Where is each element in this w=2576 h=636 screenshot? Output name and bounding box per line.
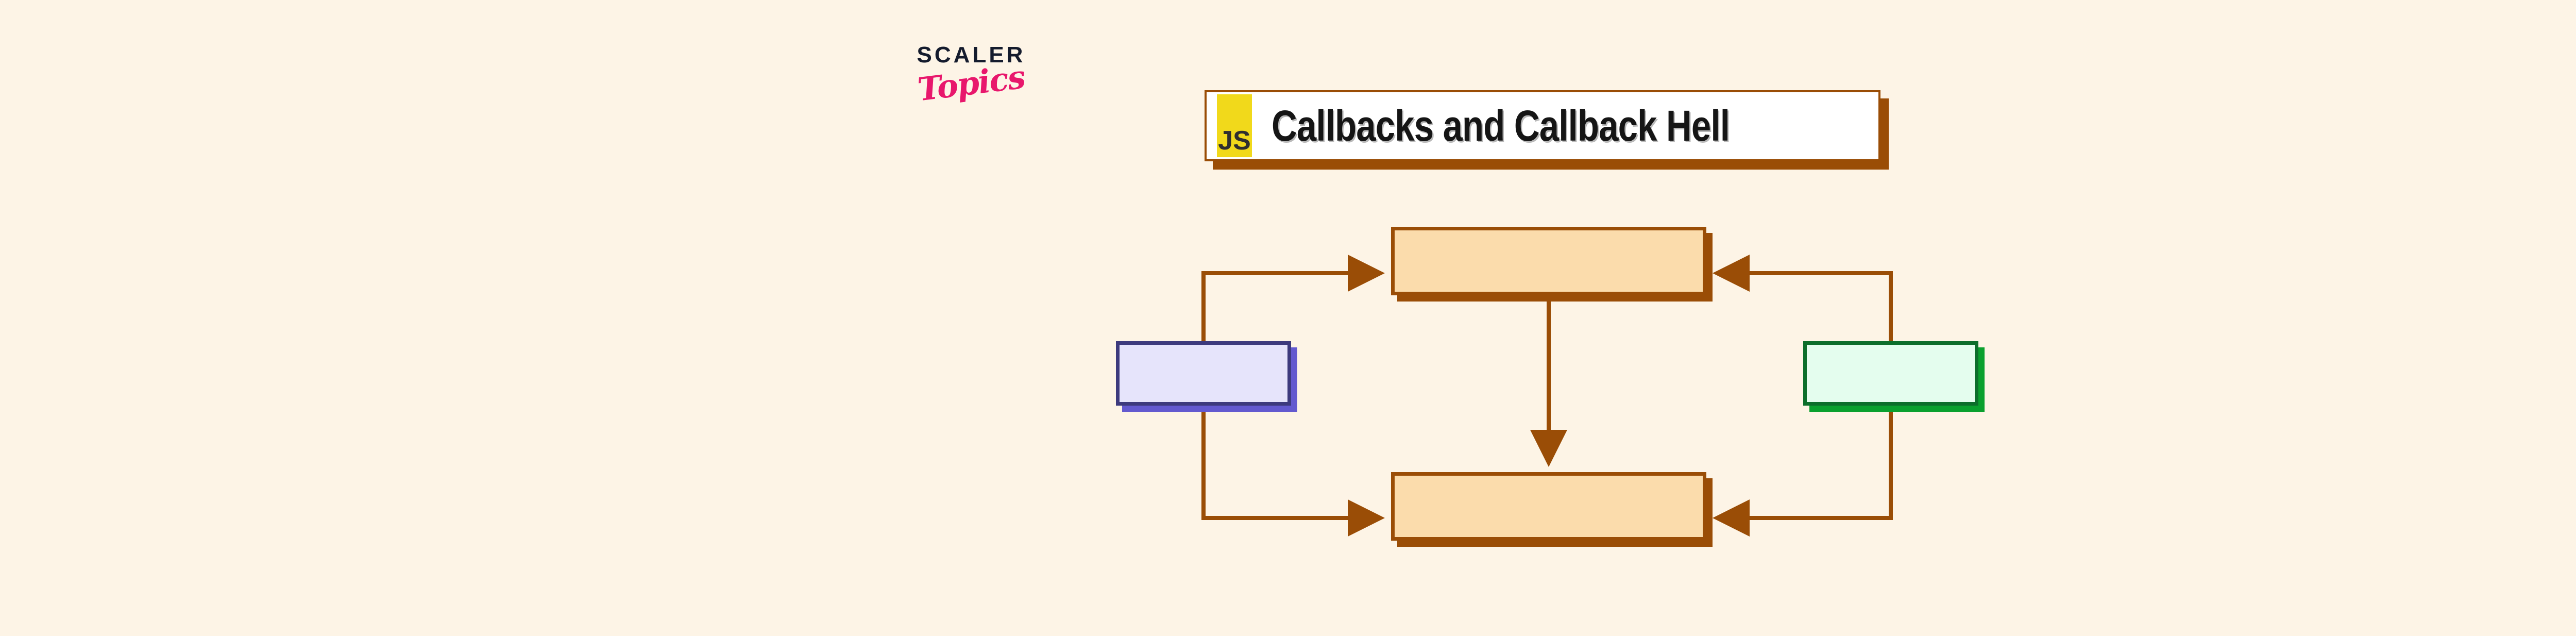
js-logo-icon: JS — [1217, 94, 1252, 157]
page-title: Callbacks and Callback Hell — [1272, 101, 1730, 150]
node-left-label — [1120, 345, 1287, 402]
node-right[interactable] — [1803, 341, 1978, 406]
logo-scaler-text: SCALER — [917, 42, 1026, 68]
scaler-topics-logo: SCALER Topics — [894, 44, 1048, 126]
node-top-center[interactable] — [1391, 227, 1706, 295]
node-bottom-center-label — [1395, 476, 1703, 537]
edge-right-to-top — [1713, 255, 1893, 341]
title-banner: JS Callbacks and Callback Hell — [1205, 90, 1880, 161]
node-top-center-label — [1395, 230, 1703, 292]
edge-left-to-bottom — [1201, 409, 1385, 537]
node-left[interactable] — [1116, 341, 1291, 406]
js-badge-text: JS — [1218, 126, 1251, 156]
edge-right-to-bottom — [1713, 409, 1893, 537]
edge-left-to-top — [1201, 255, 1385, 341]
node-bottom-center[interactable] — [1391, 472, 1706, 541]
node-right-label — [1807, 345, 1975, 402]
